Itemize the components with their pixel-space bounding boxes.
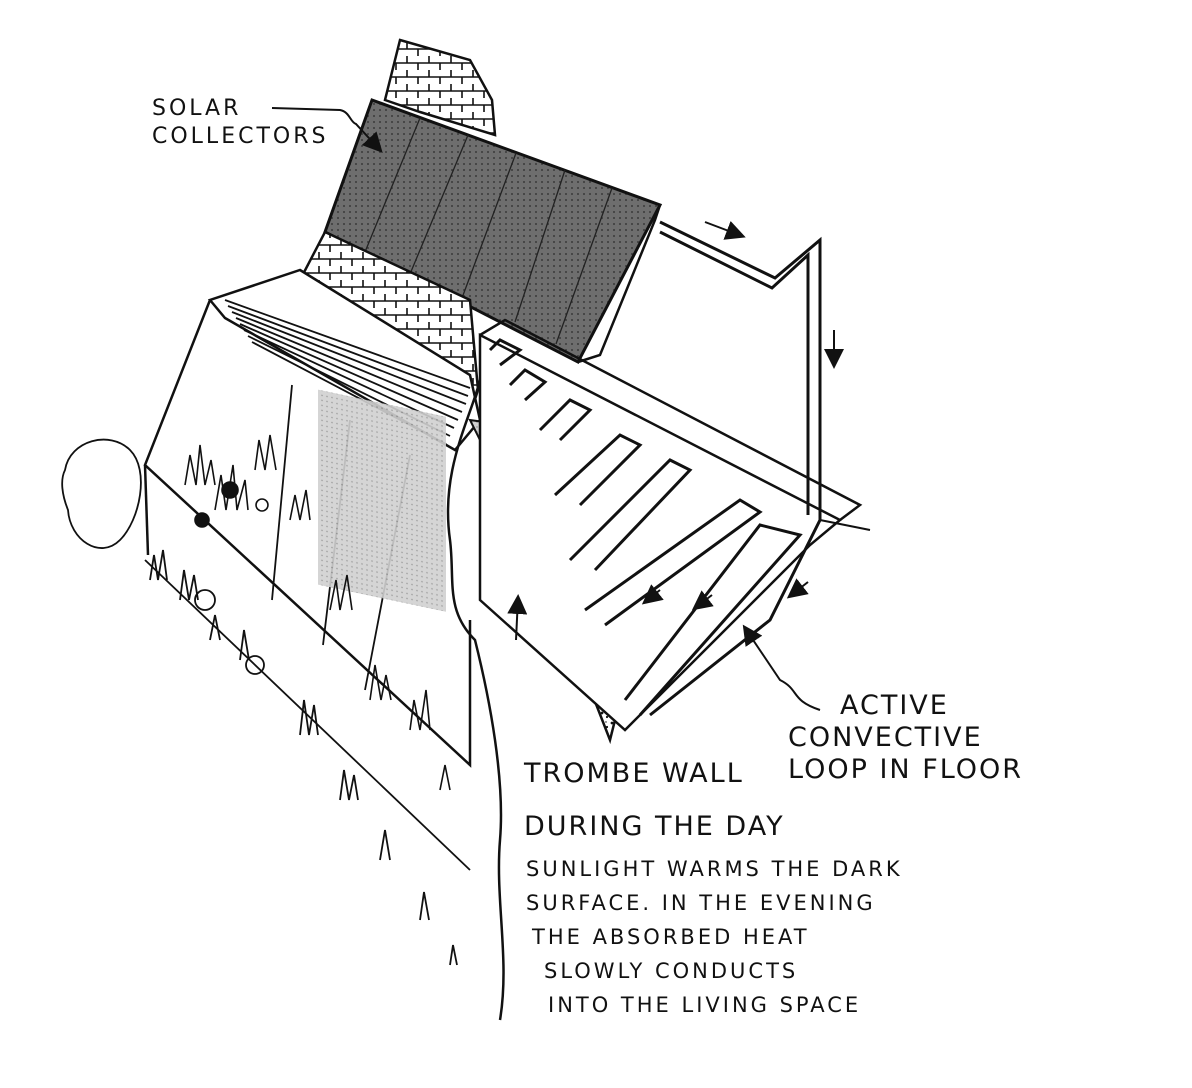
- active-label-line-3: LOOP IN FLOOR: [788, 754, 1024, 785]
- solar-collector-panel: [323, 98, 663, 365]
- solar-label-line-2: COLLECTORS: [152, 124, 329, 149]
- description-line-1: SUNLIGHT WARMS THE DARK: [526, 857, 903, 881]
- plants: [184, 434, 451, 791]
- leader-lines: [271, 107, 871, 711]
- glazing-frame: [143, 299, 472, 768]
- description-text: SUNLIGHT WARMS THE DARK SURFACE. IN THE …: [526, 852, 903, 1022]
- active-label-line-1: ACTIVE: [840, 690, 949, 721]
- active-loop-label: ACTIVE CONVECTIVE LOOP IN FLOOR: [788, 690, 1023, 786]
- solar-collectors-label: SOLAR COLLECTORS: [152, 95, 328, 151]
- convective-loop-tubes: [488, 338, 803, 716]
- flow-arrows: [507, 220, 844, 641]
- during-day-heading: DURING THE DAY: [524, 811, 785, 842]
- description-line-2: SURFACE. IN THE EVENING: [526, 891, 876, 915]
- floor-slab: [478, 318, 863, 732]
- description-line-4: SLOWLY CONDUCTS: [544, 959, 799, 983]
- active-label-line-2: CONVECTIVE: [788, 722, 983, 753]
- description-line-5: INTO THE LIVING SPACE: [548, 993, 862, 1017]
- description-line-3: THE ABSORBED HEAT: [532, 925, 810, 949]
- stone-wall-top: [383, 38, 497, 137]
- trombe-wall-label: TROMBE WALL: [524, 758, 744, 789]
- exterior-landscape: [61, 438, 471, 966]
- solar-label-line-1: SOLAR: [152, 96, 242, 121]
